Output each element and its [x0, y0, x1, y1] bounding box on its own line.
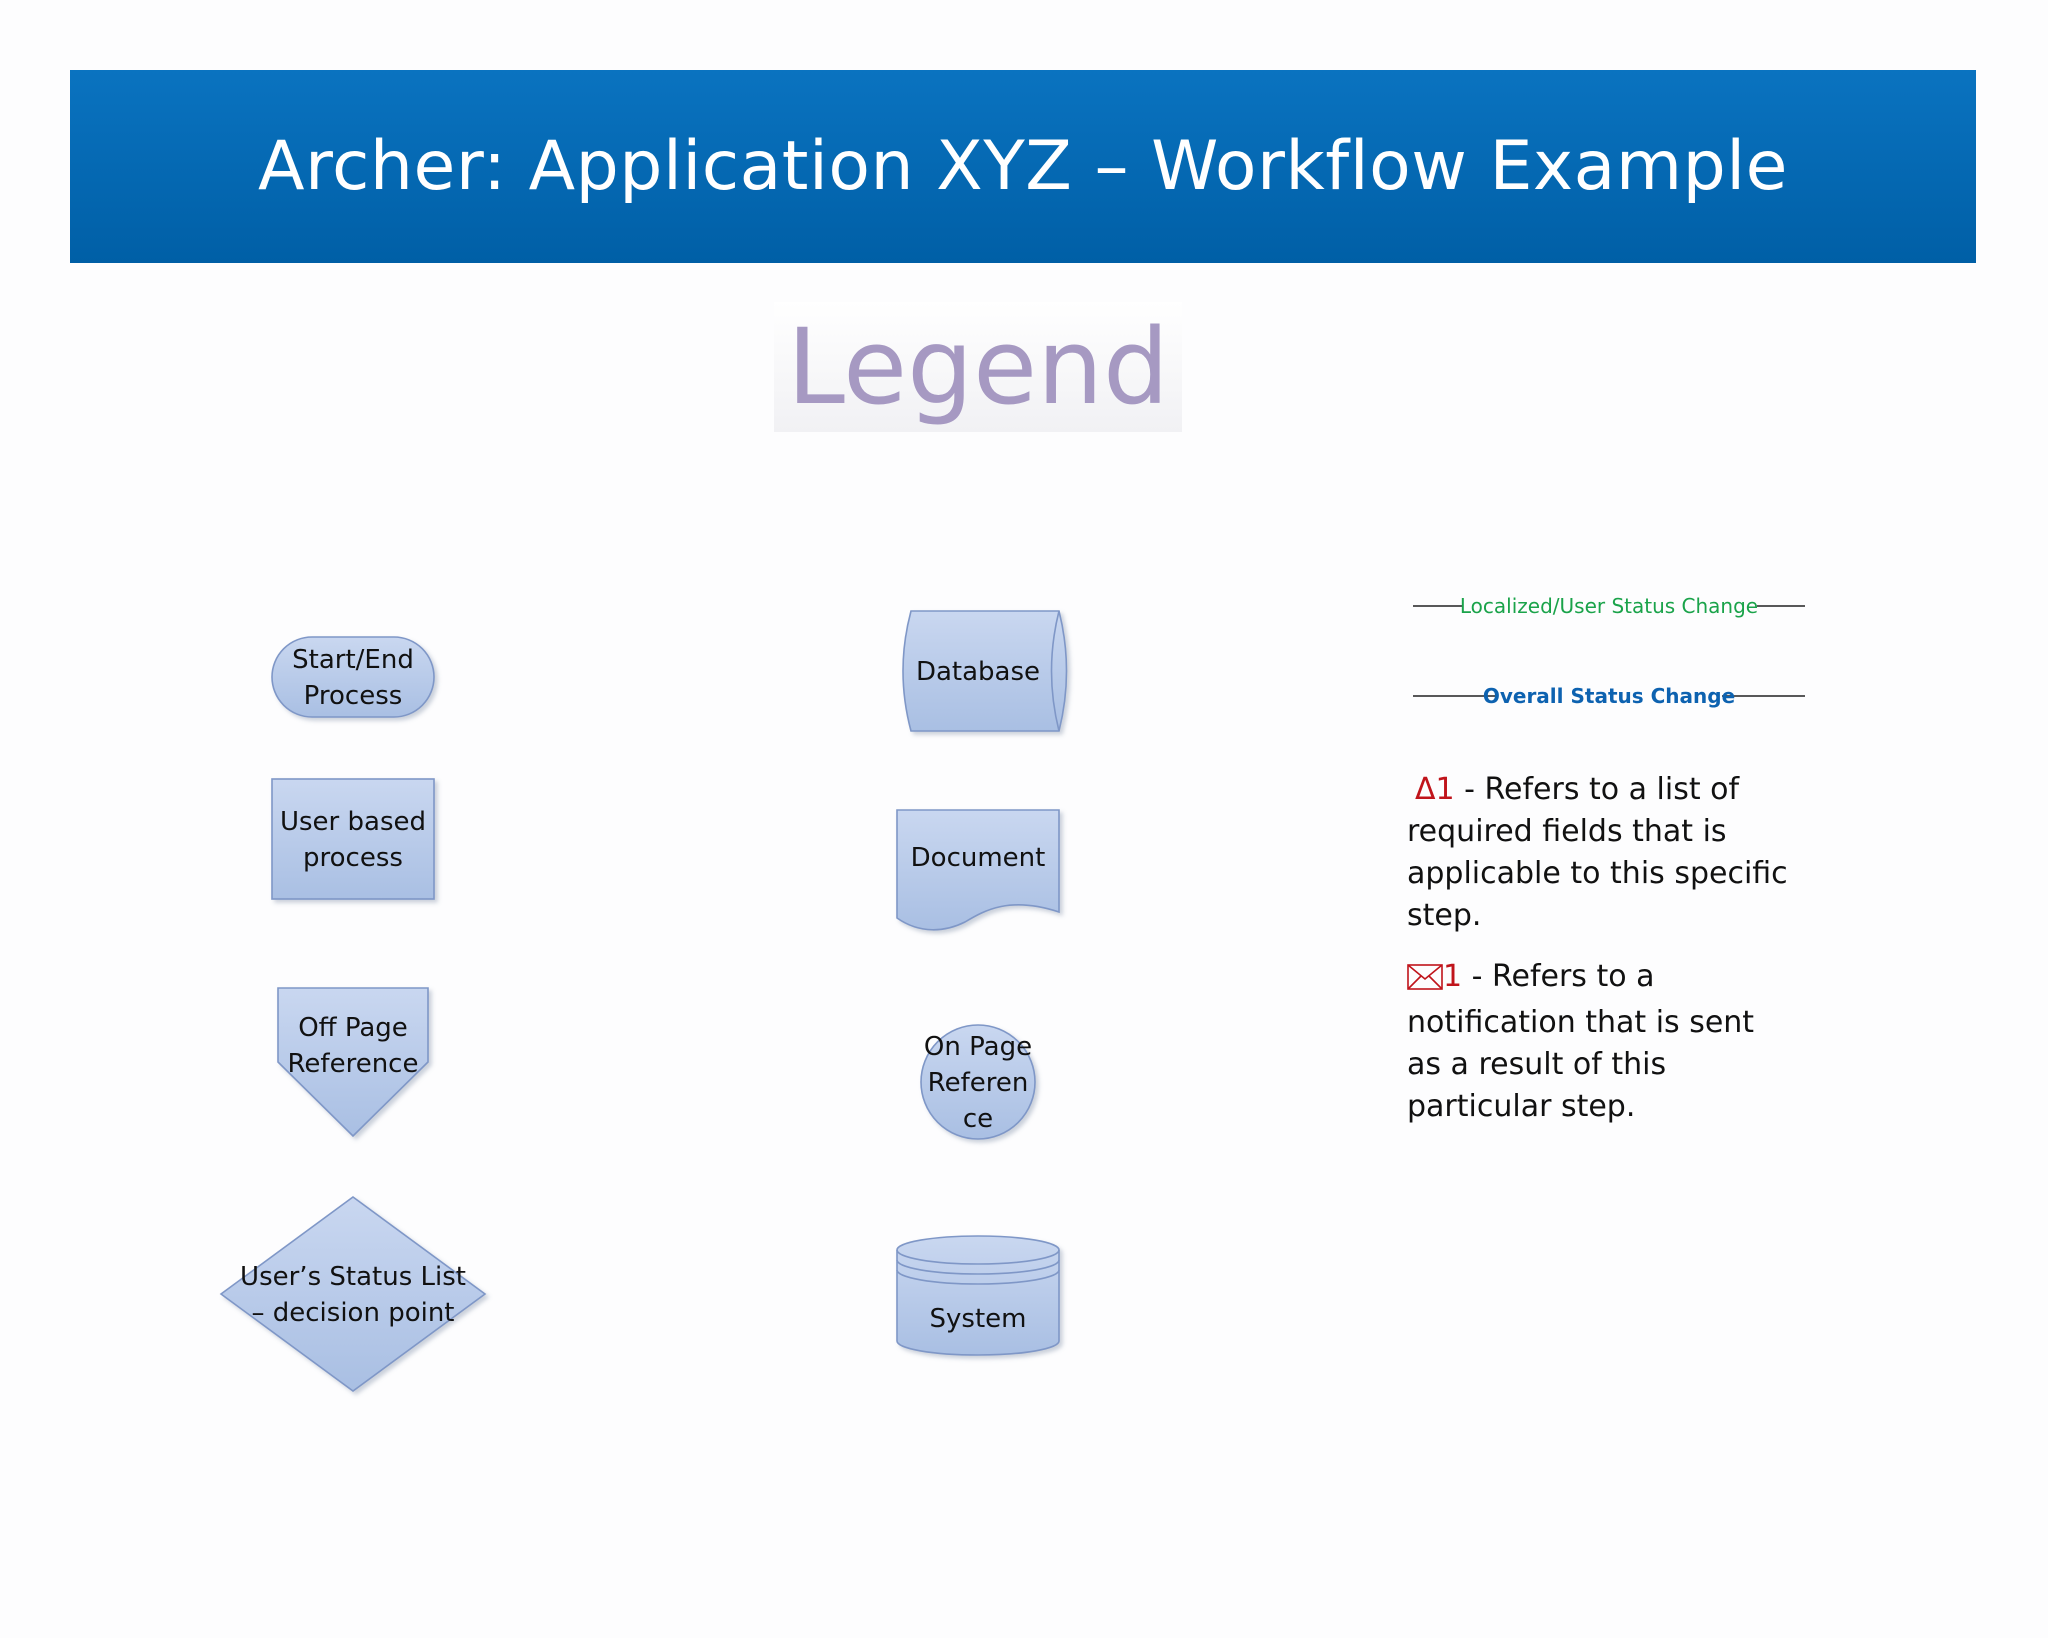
- database-shape: Database: [902, 610, 1068, 732]
- legend-title-box: Legend: [774, 302, 1182, 432]
- delta-marker: Δ1: [1415, 772, 1455, 807]
- notification-note-line2: notification that is sent: [1407, 1005, 1755, 1040]
- required-note-line3: applicable to this specific: [1407, 856, 1788, 891]
- decision-label-line2: – decision point: [251, 1298, 454, 1328]
- on-page-label-line3: ce: [963, 1104, 993, 1134]
- required-note-line1: Δ1 - Refers to a list of: [1407, 769, 1788, 811]
- required-note-text1: - Refers to a list of: [1454, 772, 1740, 807]
- notification-marker: 1: [1443, 959, 1463, 994]
- notification-note-line1: 1 - Refers to a: [1407, 956, 1754, 1002]
- page-title: Archer: Application XYZ – Workflow Examp…: [258, 127, 1788, 206]
- notification-note-line4: particular step.: [1407, 1089, 1636, 1124]
- off-page-reference-shape: Off Page Reference: [277, 987, 429, 1138]
- decision-point-shape: User’s Status List – decision point: [219, 1196, 487, 1392]
- header-banner: Archer: Application XYZ – Workflow Examp…: [70, 70, 1976, 263]
- start-end-label-line2: Process: [304, 681, 403, 711]
- required-note-line4: step.: [1407, 898, 1482, 933]
- notification-note: 1 - Refers to a notification that is sen…: [1407, 956, 1754, 1128]
- legend-title: Legend: [786, 306, 1170, 428]
- user-process-label-line1: User based: [280, 807, 426, 837]
- overall-status-line: Overall Status Change: [1413, 684, 1805, 708]
- notification-note-text1: - Refers to a: [1462, 959, 1655, 994]
- off-page-label-line1: Off Page: [298, 1013, 408, 1043]
- on-page-label-line2: Referen: [928, 1068, 1029, 1098]
- system-shape: System: [896, 1235, 1060, 1356]
- required-note-line2: required fields that is: [1407, 814, 1727, 849]
- user-process-shape: User based process: [271, 778, 435, 900]
- system-label: System: [930, 1304, 1027, 1334]
- document-label: Document: [911, 843, 1046, 873]
- on-page-label-line1: On Page: [924, 1032, 1032, 1062]
- decision-label-line1: User’s Status List: [240, 1262, 466, 1292]
- required-fields-note: Δ1 - Refers to a list of required fields…: [1407, 769, 1788, 937]
- localized-status-line: Localized/User Status Change: [1413, 594, 1805, 618]
- document-shape: Document: [896, 809, 1060, 931]
- start-end-label-line1: Start/End: [292, 645, 414, 675]
- envelope-icon: [1407, 960, 1443, 1002]
- localized-status-label: Localized/User Status Change: [1460, 594, 1758, 618]
- start-end-shape: Start/End Process: [271, 636, 435, 718]
- database-label: Database: [916, 657, 1040, 687]
- notification-note-line3: as a result of this: [1407, 1047, 1667, 1082]
- on-page-reference-shape: On Page Referen ce: [920, 1024, 1036, 1140]
- overall-status-label: Overall Status Change: [1483, 684, 1735, 708]
- user-process-label-line2: process: [303, 843, 403, 873]
- off-page-label-line2: Reference: [288, 1049, 419, 1079]
